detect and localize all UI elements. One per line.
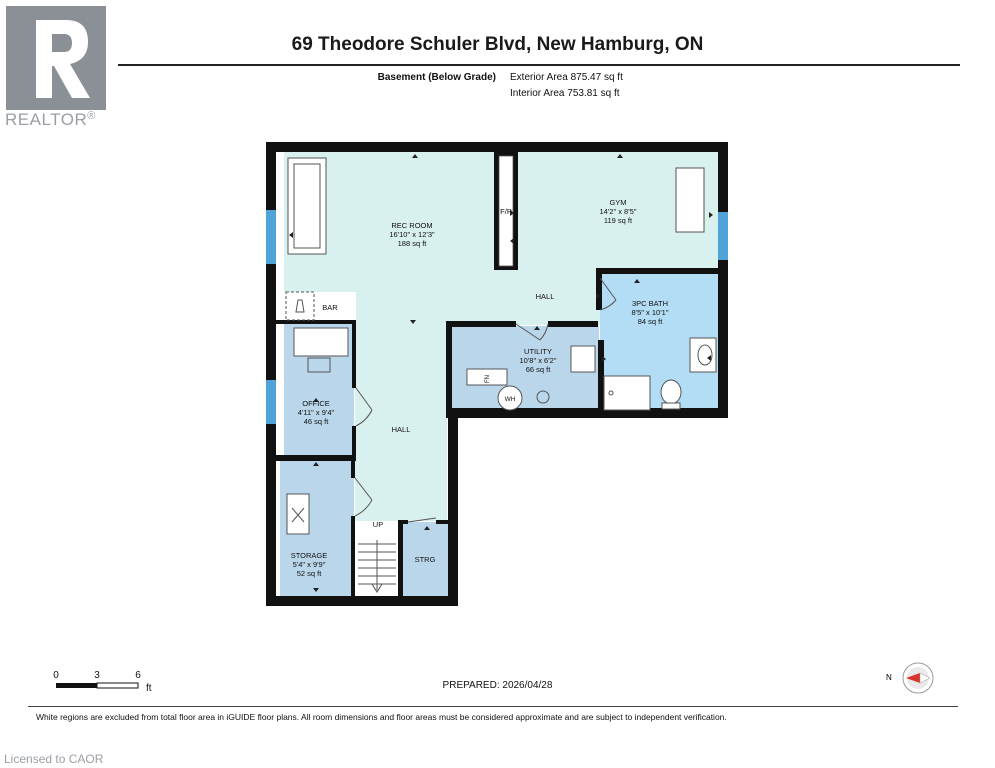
level-name: Basement (Below Grade): [377, 72, 496, 83]
fireplace-label: F/P: [500, 207, 512, 216]
office-desk: [293, 327, 349, 357]
bar-floor: [284, 292, 356, 322]
scale-bar: 0 3 6 ft: [53, 670, 152, 694]
hall-lower-label: HALL: [392, 425, 411, 434]
title-divider: [118, 64, 960, 66]
storage-dims: 5'4" x 9'9": [293, 560, 326, 569]
scale-unit: ft: [146, 683, 152, 694]
floor-plan: REC ROOM 16'10" x 12'3" 188 sq ft GYM 14…: [266, 142, 728, 606]
strg-label: STRG: [415, 555, 436, 564]
rec-room-area: 188 sq ft: [398, 239, 428, 248]
rec-room-name: REC ROOM: [391, 221, 432, 230]
floor-drain: [536, 390, 550, 404]
fireplace: [498, 155, 514, 267]
bath-area: 84 sq ft: [638, 317, 664, 326]
strg-floor: [402, 522, 448, 598]
bath-dims: 8'5" x 10'1": [632, 308, 669, 317]
realtor-word: REALTOR: [5, 110, 88, 129]
scale-segment-1: [56, 683, 97, 688]
utility-area: 66 sq ft: [526, 365, 552, 374]
gym-dims: 14'2" x 8'5": [600, 207, 637, 216]
office-dims: 4'11" x 9'4": [298, 408, 335, 417]
scale-segment-2: [96, 682, 139, 689]
lower-hall-floor: [355, 325, 447, 521]
prepared-date: PREPARED: 2026/04/28: [442, 680, 553, 691]
compass-north-label: N: [886, 673, 892, 682]
toilet: [660, 379, 682, 405]
bar-label: BAR: [322, 303, 338, 312]
bath-name: 3PC BATH: [632, 299, 668, 308]
storage-name: STORAGE: [291, 551, 328, 560]
office-area: 46 sq ft: [304, 417, 330, 426]
utility-name: UTILITY: [524, 347, 552, 356]
furnace: [466, 368, 508, 386]
north-compass-icon: N: [886, 662, 934, 694]
interior-area: Interior Area 753.81 sq ft: [510, 88, 620, 99]
storage-area: 52 sq ft: [297, 569, 323, 578]
rec-room-dims: 16'10" x 12'3": [389, 230, 435, 239]
bar-counter: [285, 291, 315, 321]
registered-mark: ®: [87, 110, 96, 122]
water-heater: [497, 385, 523, 411]
utility-sink: [570, 345, 596, 373]
gym-area: 119 sq ft: [604, 216, 633, 225]
room-labels: REC ROOM 16'10" x 12'3" 188 sq ft GYM 14…: [291, 198, 669, 578]
scale-tick-6: 6: [135, 670, 141, 681]
up-label: UP: [373, 520, 383, 529]
door-swings: [354, 277, 617, 523]
page-title: 69 Theodore Schuler Blvd, New Hamburg, O…: [291, 34, 704, 55]
storage-cabinet: [286, 493, 310, 535]
realtor-logo: [6, 6, 106, 110]
view-markers: [289, 154, 713, 592]
furnace-label: FN: [485, 375, 491, 383]
shower: [603, 375, 651, 411]
stairs: [358, 540, 396, 593]
office-name: OFFICE: [302, 399, 330, 408]
fixtures: [285, 157, 717, 535]
gym-name: GYM: [609, 198, 626, 207]
gym-equipment: [675, 167, 705, 233]
scale-tick-0: 0: [53, 670, 59, 681]
water-heater-label: WH: [505, 396, 516, 403]
licensed-to: Licensed to CAOR: [4, 752, 104, 766]
exterior-area: Exterior Area 875.47 sq ft: [510, 72, 623, 83]
hall-upper-label: HALL: [536, 292, 555, 301]
utility-dims: 10'8" x 6'2": [520, 356, 557, 365]
footer-divider: [28, 706, 958, 707]
exterior-walls: [266, 142, 728, 606]
realtor-wordmark: REALTOR®: [5, 110, 96, 130]
disclaimer-text: White regions are excluded from total fl…: [36, 712, 727, 722]
scale-tick-3: 3: [94, 670, 100, 681]
windows: [266, 210, 728, 424]
